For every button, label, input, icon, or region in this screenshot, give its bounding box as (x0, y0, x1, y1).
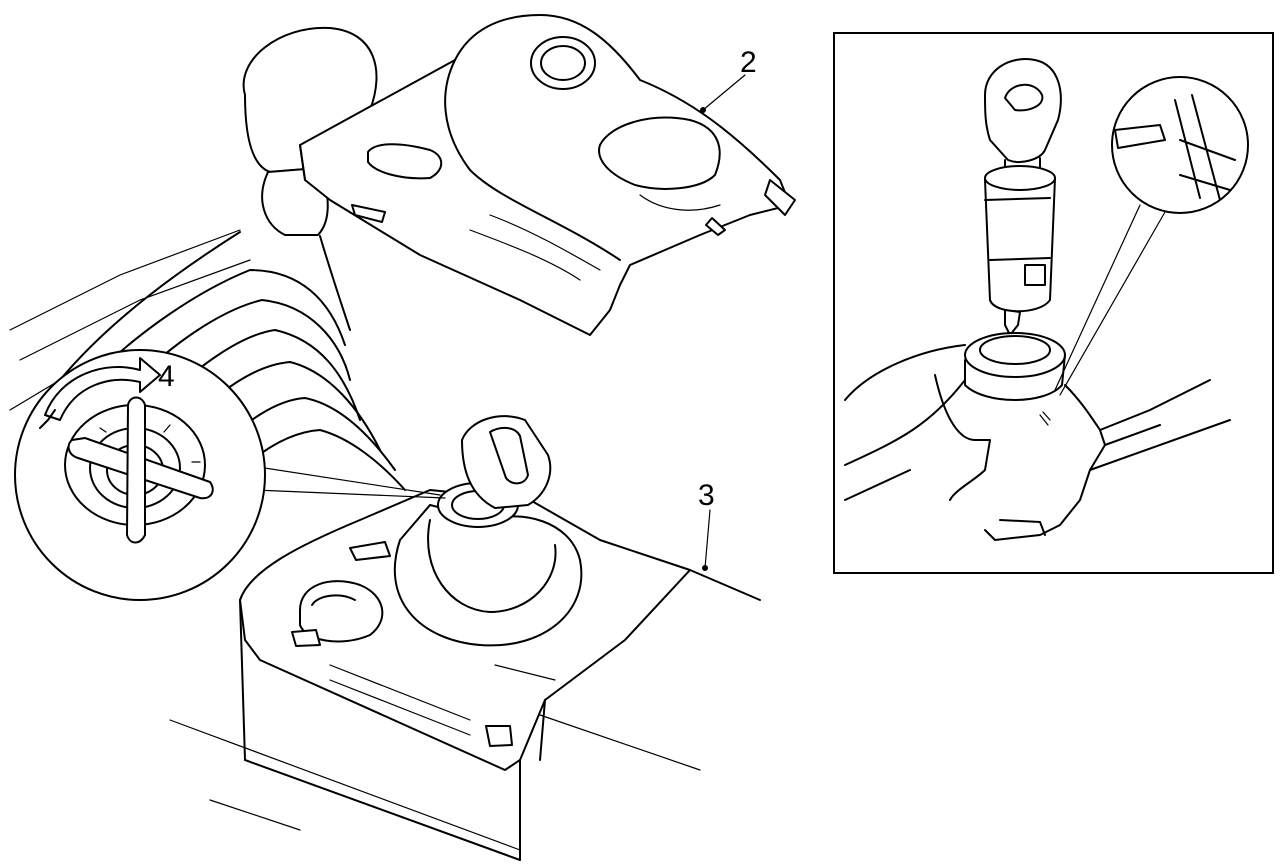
lock-positions-detail: 4 (14, 349, 446, 601)
key-in-lock (437, 415, 552, 528)
ignition-cover (299, 14, 796, 336)
callout-3: 3 (698, 479, 715, 571)
floor-outline (9, 229, 701, 851)
center-console (239, 489, 761, 861)
lock-cylinder-detail-panel (833, 32, 1274, 574)
callout-3-label: 3 (698, 479, 715, 512)
callout-2: 2 (700, 46, 757, 113)
callout-2-label: 2 (740, 46, 757, 79)
callout-4-label: 4 (158, 360, 175, 393)
